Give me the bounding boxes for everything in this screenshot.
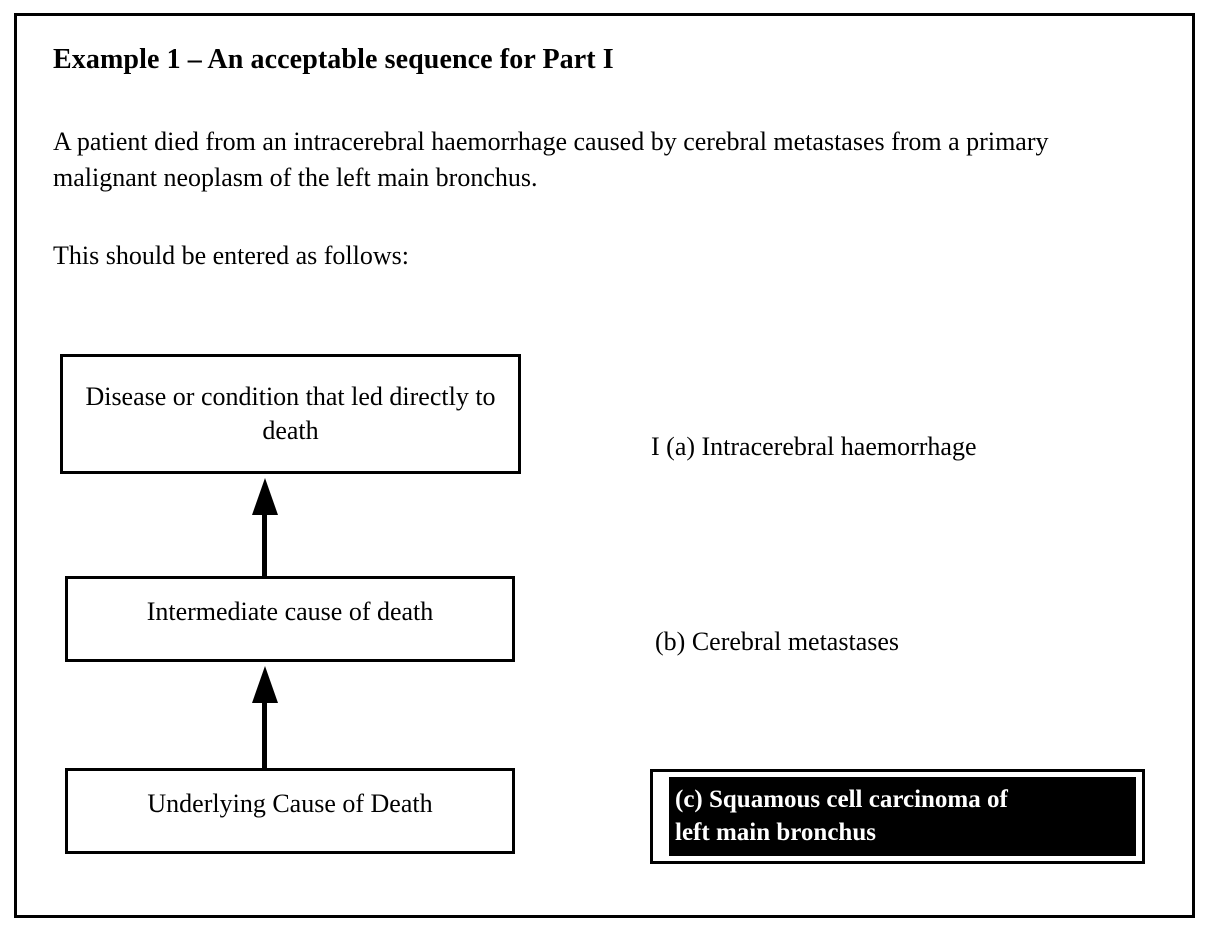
certificate-entry-c-line1: (c) Squamous cell carcinoma of [675,786,1008,813]
flow-box-direct-cause-label: Disease or condition that led directly t… [85,382,496,445]
certificate-entry-a: I (a) Intracerebral haemorrhage [651,432,977,461]
flow-box-intermediate-cause-label: Intermediate cause of death [146,597,434,626]
arrow-up-icon [252,666,278,769]
certificate-entry-b: (b) Cerebral metastases [655,627,900,656]
arrow-up-underlying-to-intermediate [245,662,285,769]
flow-box-intermediate-cause: Intermediate cause of death [65,576,515,662]
certificate-entry-c-line2: left main bronchus [675,819,876,846]
arrow-up-intermediate-to-direct [245,474,285,577]
page-title: Example 1 – An acceptable sequence for P… [53,44,614,75]
instruction-line: This should be entered as follows: [53,241,409,270]
page-border-frame: Example 1 – An acceptable sequence for P… [14,13,1195,918]
flow-box-underlying-cause-label: Underlying Cause of Death [147,789,433,818]
flow-box-direct-cause: Disease or condition that led directly t… [60,354,521,474]
flow-box-underlying-cause: Underlying Cause of Death [65,768,515,854]
certificate-entry-c-highlight-box: (c) Squamous cell carcinoma of left main… [650,769,1145,864]
intro-paragraph: A patient died from an intracerebral hae… [53,127,1049,192]
arrow-up-icon [252,478,278,577]
certificate-entry-c-highlight-fill: (c) Squamous cell carcinoma of left main… [669,777,1136,856]
